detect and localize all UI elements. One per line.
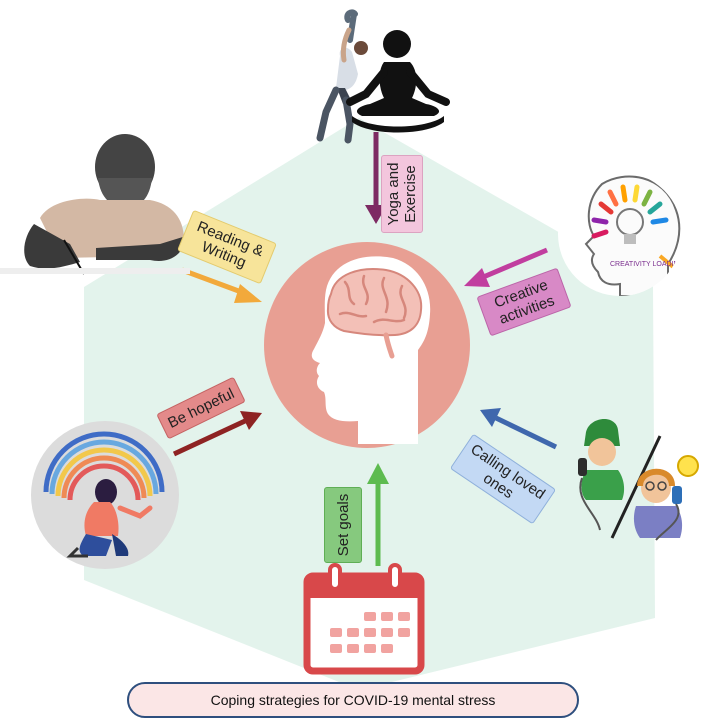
creative-arrow [464, 247, 548, 287]
creativity-bulb-caption: CREATIVITY LOADING... [610, 261, 690, 268]
writing-person-icon [0, 134, 190, 275]
creativity-bulb-icon: CREATIVITY LOADING... [558, 172, 690, 296]
hopeful-arrow [172, 411, 262, 457]
yoga-figures-icon [316, 9, 450, 144]
goals-arrow [367, 463, 389, 566]
calling-arrow [480, 408, 558, 450]
figure-caption: Coping strategies for COVID-19 mental st… [127, 682, 579, 718]
brain-head-icon [264, 242, 470, 448]
hopeful-woman-icon [31, 421, 179, 569]
label-yoga-exercise: Yoga and Exercise [381, 155, 423, 233]
phone-call-icon [578, 418, 699, 541]
reading-arrow [181, 267, 262, 303]
calendar-icon [303, 563, 425, 675]
label-set-goals: Set goals [324, 487, 362, 563]
